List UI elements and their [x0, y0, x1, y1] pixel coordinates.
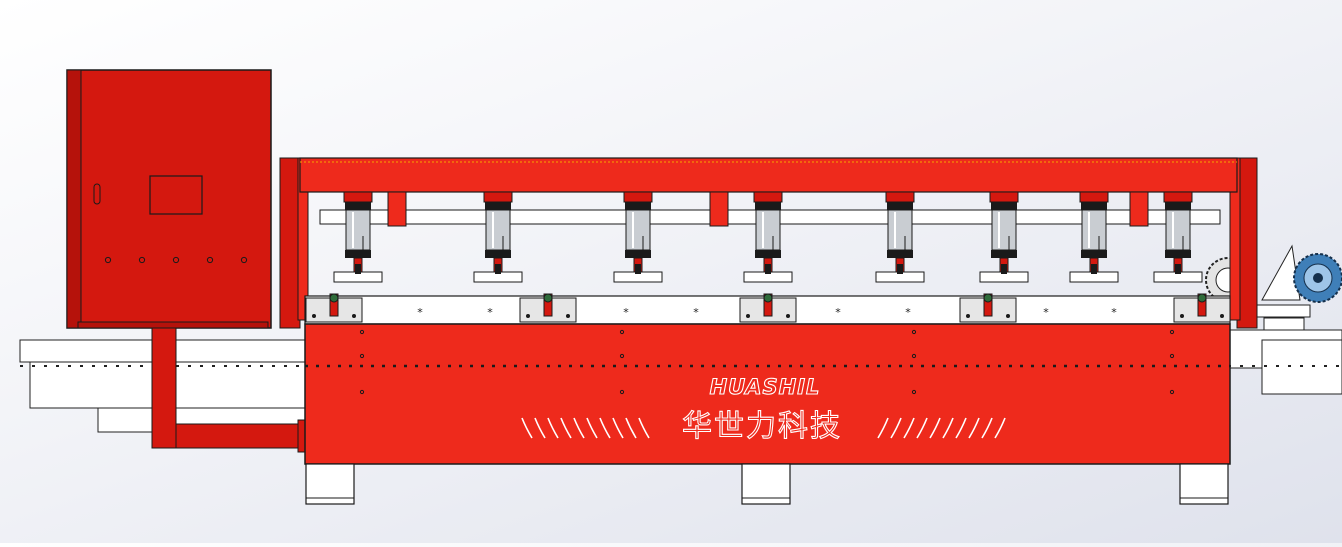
vent-slot-right — [903, 417, 915, 439]
vent-slot-right — [994, 417, 1006, 439]
pneumatic-cylinder — [1153, 191, 1203, 283]
vent-slot-right — [968, 417, 980, 439]
rail-mark: * — [693, 306, 699, 319]
vent-slot-left — [625, 417, 637, 439]
leg-row — [305, 463, 1229, 505]
brand-chinese: 华世力科技 — [682, 409, 842, 444]
bolt-mark — [1169, 389, 1175, 395]
bolt-mark — [359, 389, 365, 395]
vent-slot-right — [890, 417, 902, 439]
indicator-light — [138, 256, 146, 264]
bolt-mark — [359, 329, 365, 335]
cabinet-window — [149, 175, 203, 215]
vent-slot-left — [560, 417, 572, 439]
bolt-mark — [359, 353, 365, 359]
vent-slot-right — [942, 417, 954, 439]
bolt-mark — [619, 353, 625, 359]
vent-slot-left — [521, 417, 533, 439]
cabinet-handle — [93, 183, 101, 205]
bolt-mark — [911, 389, 917, 395]
bolt-mark — [1169, 329, 1175, 335]
clamp-block — [519, 293, 577, 323]
vent-slot-left — [599, 417, 611, 439]
bolt-mark — [619, 329, 625, 335]
rail-mark: * — [623, 306, 629, 319]
indicator-light — [172, 256, 180, 264]
pneumatic-cylinder — [875, 191, 925, 283]
top-frame — [279, 157, 1258, 329]
pneumatic-cylinder — [1069, 191, 1119, 283]
vent-slot-right — [877, 417, 889, 439]
indicator-light — [240, 256, 248, 264]
vent-slot-left — [573, 417, 585, 439]
vent-slot-left — [612, 417, 624, 439]
pneumatic-cylinder — [743, 191, 793, 283]
vent-slot-right — [955, 417, 967, 439]
clamp-row — [305, 293, 1231, 323]
bolt-mark — [911, 353, 917, 359]
machine-leg — [1179, 463, 1229, 505]
rail-mark: * — [417, 306, 423, 319]
bolt-mark — [1169, 353, 1175, 359]
pneumatic-cylinder — [333, 191, 383, 283]
machine-leg — [741, 463, 791, 505]
vent-slot-left — [534, 417, 546, 439]
rail-mark: * — [835, 306, 841, 319]
pneumatic-cylinder — [613, 191, 663, 283]
vent-slot-right — [981, 417, 993, 439]
rail-mark: * — [487, 306, 493, 319]
vent-slot-left — [638, 417, 650, 439]
vent-slot-left — [547, 417, 559, 439]
right-conveyor — [1227, 244, 1342, 395]
main-body: HUASHIL 华世力科技 — [304, 323, 1231, 465]
indicator-light — [206, 256, 214, 264]
rail-mark: * — [905, 306, 911, 319]
clamp-block — [959, 293, 1017, 323]
rail-mark: * — [1043, 306, 1049, 319]
electrical-cabinet — [66, 69, 309, 453]
vent-slot-right — [916, 417, 928, 439]
vent-slot-left — [586, 417, 598, 439]
clamp-block — [1173, 293, 1231, 323]
indicator-light — [104, 256, 112, 264]
clamp-block — [305, 293, 363, 323]
machine-leg — [305, 463, 355, 505]
brand-latin: HUASHIL — [710, 375, 821, 399]
pneumatic-cylinder — [473, 191, 523, 283]
vent-slot-right — [929, 417, 941, 439]
rail-mark: * — [1111, 306, 1117, 319]
clamp-block — [739, 293, 797, 323]
pneumatic-cylinder — [979, 191, 1029, 283]
bolt-mark — [619, 389, 625, 395]
gear-icon — [1293, 253, 1342, 303]
bolt-mark — [911, 329, 917, 335]
cylinder-row — [333, 191, 1203, 283]
